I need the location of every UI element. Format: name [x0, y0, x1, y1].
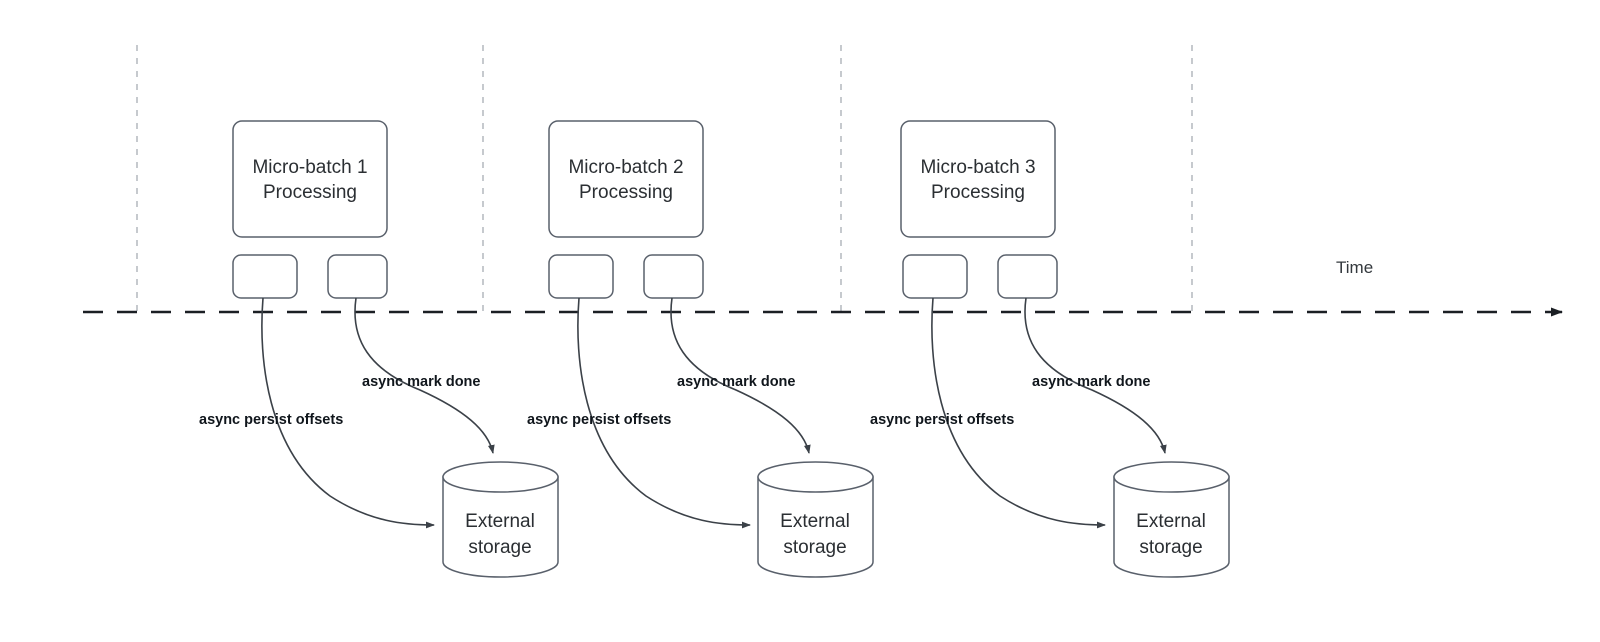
group-1: Micro-batch 1 Processing async persist o…	[199, 120, 559, 578]
group-1-task-box-right[interactable]	[327, 254, 388, 299]
micro-batch-3-box[interactable]: Micro-batch 3 Processing	[900, 120, 1056, 238]
group-3-external-storage[interactable]: External storage	[1113, 461, 1230, 578]
group-3-async-persist-offsets-label: async persist offsets	[870, 412, 1014, 428]
micro-batch-1-label-line1: Micro-batch 1	[252, 157, 367, 178]
timeline-axis: Time	[83, 258, 1563, 317]
micro-batch-2-label-line2: Processing	[579, 182, 673, 203]
group-1-async-mark-done-label: async mark done	[362, 374, 480, 390]
micro-batch-2-label-line1: Micro-batch 2	[568, 157, 683, 178]
micro-batch-3-label-line2: Processing	[931, 182, 1025, 203]
group-3-storage-label-line2: storage	[1139, 537, 1202, 558]
group-2-async-persist-offsets-label: async persist offsets	[527, 412, 671, 428]
group-1-async-mark-done-edge	[354, 297, 495, 454]
group-2: Micro-batch 2 Processing async persist o…	[527, 120, 874, 578]
group-3-async-mark-done-label: async mark done	[1032, 374, 1150, 390]
group-2-async-mark-done-edge	[670, 297, 811, 454]
group-2-external-storage[interactable]: External storage	[757, 461, 874, 578]
group-3: Micro-batch 3 Processing async persist o…	[870, 120, 1230, 578]
group-2-storage-label-line2: storage	[783, 537, 846, 558]
group-1-storage-label-line2: storage	[468, 537, 531, 558]
group-1-async-persist-offsets-edge	[261, 297, 435, 529]
group-2-async-mark-done-label: async mark done	[677, 374, 795, 390]
group-3-task-box-left[interactable]	[902, 254, 968, 299]
group-2-task-box-right[interactable]	[643, 254, 704, 299]
group-3-async-mark-done-edge	[1024, 297, 1167, 454]
group-1-async-persist-offsets-label: async persist offsets	[199, 412, 343, 428]
group-1-external-storage[interactable]: External storage	[442, 461, 559, 578]
timeline-label: Time	[1336, 258, 1373, 277]
group-2-async-persist-offsets-edge	[577, 297, 751, 529]
group-2-storage-label-line1: External	[780, 511, 850, 532]
group-3-storage-label-line1: External	[1136, 511, 1206, 532]
group-1-task-box-left[interactable]	[232, 254, 298, 299]
group-1-storage-label-line1: External	[465, 511, 535, 532]
micro-batch-1-label-line2: Processing	[263, 182, 357, 203]
micro-batch-1-box[interactable]: Micro-batch 1 Processing	[232, 120, 388, 238]
group-3-task-box-right[interactable]	[997, 254, 1058, 299]
group-3-async-persist-offsets-edge	[931, 297, 1106, 529]
micro-batch-3-label-line1: Micro-batch 3	[920, 157, 1035, 178]
micro-batch-2-box[interactable]: Micro-batch 2 Processing	[548, 120, 704, 238]
group-2-task-box-left[interactable]	[548, 254, 614, 299]
